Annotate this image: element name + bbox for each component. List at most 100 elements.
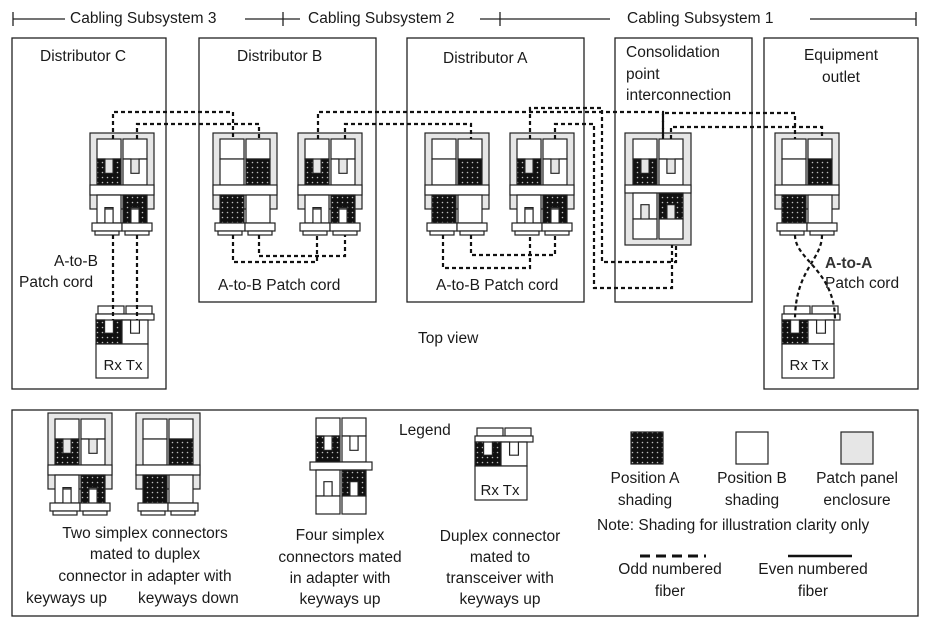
legend-odd-fiber-1: Odd numbered (618, 561, 722, 578)
legend-duplex-2: mated to (469, 549, 531, 566)
duplex-latch (781, 313, 841, 321)
connector-boot (511, 222, 543, 232)
transceiver-body (95, 343, 149, 379)
duplex-body (168, 474, 194, 504)
legend-position-a-swatch (630, 431, 664, 465)
connector-boot-tail (140, 510, 166, 516)
adapter-flange (309, 461, 373, 471)
simplex-plug-top (516, 138, 542, 160)
even-fiber-b-a (343, 122, 473, 139)
connector-boot-tail (217, 230, 243, 236)
consolidation-title-3: interconnection (626, 87, 732, 104)
keyed-connector-body (807, 319, 835, 345)
odd-fiber-patch-a (441, 235, 532, 270)
adapter-flange (212, 184, 278, 196)
odd-fiber-eo-cross (793, 234, 837, 321)
legend-four-simplex (309, 417, 373, 515)
legend-two-simplex-1: Two simplex connectors (62, 525, 228, 542)
connector-boot (121, 222, 153, 232)
even-fiber-cp-eo (669, 125, 824, 139)
adapter-flange (509, 184, 575, 196)
simplex-plug (658, 138, 684, 160)
transceiver-eo-label: Rx Tx (789, 357, 829, 374)
connector-boot (125, 305, 153, 315)
distributor-c-box (11, 37, 167, 390)
legend-duplex-rxtx-label: Rx Tx (480, 482, 520, 499)
patch-cord-b-label: A-to-B Patch cord (218, 277, 341, 294)
simplex-plug-top (457, 138, 483, 160)
distributor-c-title: Distributor C (40, 48, 127, 65)
duplex-body (781, 194, 807, 224)
transceiver-c-label: Rx Tx (103, 357, 143, 374)
connector-boot (91, 222, 123, 232)
connector-boot (426, 222, 458, 232)
connector-boot-tail (544, 230, 570, 236)
consolidation-point-box (614, 37, 753, 303)
legend-four-simplex-3: in adapter with (289, 570, 391, 587)
odd-fiber-b-a-ish (316, 110, 665, 139)
keyed-connector-body (341, 435, 367, 463)
patch-cord-c-label-1: A-to-B (54, 253, 98, 270)
subsystem-dimension-line (12, 12, 917, 26)
keyed-connector-body (315, 469, 341, 497)
duplex-body (245, 194, 271, 224)
simplex-plug-top (219, 138, 245, 160)
simplex-plug-top (96, 138, 122, 160)
adapter-distributor-b-left (212, 132, 278, 236)
adapter-equipment-outlet (774, 132, 840, 236)
connector-boot (79, 502, 111, 512)
simplex-plug (632, 218, 658, 240)
legend-keyways-up: keyways up (26, 590, 107, 607)
patch-cord-c-label-2: Patch cord (19, 274, 94, 291)
connector-boot-tail (514, 230, 540, 236)
connector-boot-tail (82, 510, 108, 516)
adapter-distributor-a-right (509, 132, 575, 236)
connector-boot-tail (52, 510, 78, 516)
legend-position-b-1: Position B (717, 470, 787, 487)
adapter-flange (297, 184, 363, 196)
adapter-flange (774, 184, 840, 196)
duplex-latch (474, 435, 534, 443)
connector-boot-tail (332, 230, 358, 236)
connector-boot-tail (94, 230, 120, 236)
legend-title: Legend (399, 422, 451, 439)
legend-four-simplex-4: keyways up (299, 591, 381, 608)
simplex-plug-top (54, 418, 80, 440)
connector-boot (214, 222, 246, 232)
connector-boot (776, 222, 808, 232)
legend-even-fiber-1: Even numbered (758, 561, 868, 578)
simplex-plug (315, 495, 341, 515)
legend-odd-fiber-2: fiber (654, 583, 686, 600)
simplex-plug-top (142, 418, 168, 440)
simplex-body (457, 158, 483, 186)
legend-duplex-4: keyways up (459, 591, 541, 608)
simplex-plug-top (304, 138, 330, 160)
connector-boot (456, 222, 488, 232)
legend-duplex-1: Duplex connector (439, 528, 561, 545)
simplex-plug (341, 495, 367, 515)
legend-two-simplex-keyways-up (47, 412, 113, 516)
legend-note: Note: Shading for illustration clarity o… (597, 517, 870, 534)
legend-keyways-down: keyways down (138, 590, 239, 607)
simplex-plug-top (781, 138, 807, 160)
simplex-plug-top (168, 418, 194, 440)
keyed-connector-body (500, 441, 528, 467)
even-fiber-a-cp (553, 122, 674, 290)
connector-boot (167, 502, 199, 512)
enclosure-swatch (840, 431, 874, 465)
distributor-b-title: Distributor B (237, 48, 323, 65)
patch-cord-a-label: A-to-B Patch cord (436, 277, 559, 294)
duplex-latch (95, 313, 155, 321)
keyed-connector-body (121, 319, 149, 345)
simplex-plug-top (431, 138, 457, 160)
subsystem-2-label: Cabling Subsystem 2 (308, 10, 455, 27)
legend-two-simplex-2: mated to duplex (89, 546, 201, 563)
adapter-flange (135, 464, 201, 476)
connector-boot (806, 222, 838, 232)
position-b-swatch (735, 431, 769, 465)
adapter-flange (89, 184, 155, 196)
legend-position-a-2: shading (617, 492, 673, 509)
simplex-plug (658, 218, 684, 240)
even-fiber-patch-b (257, 235, 347, 258)
